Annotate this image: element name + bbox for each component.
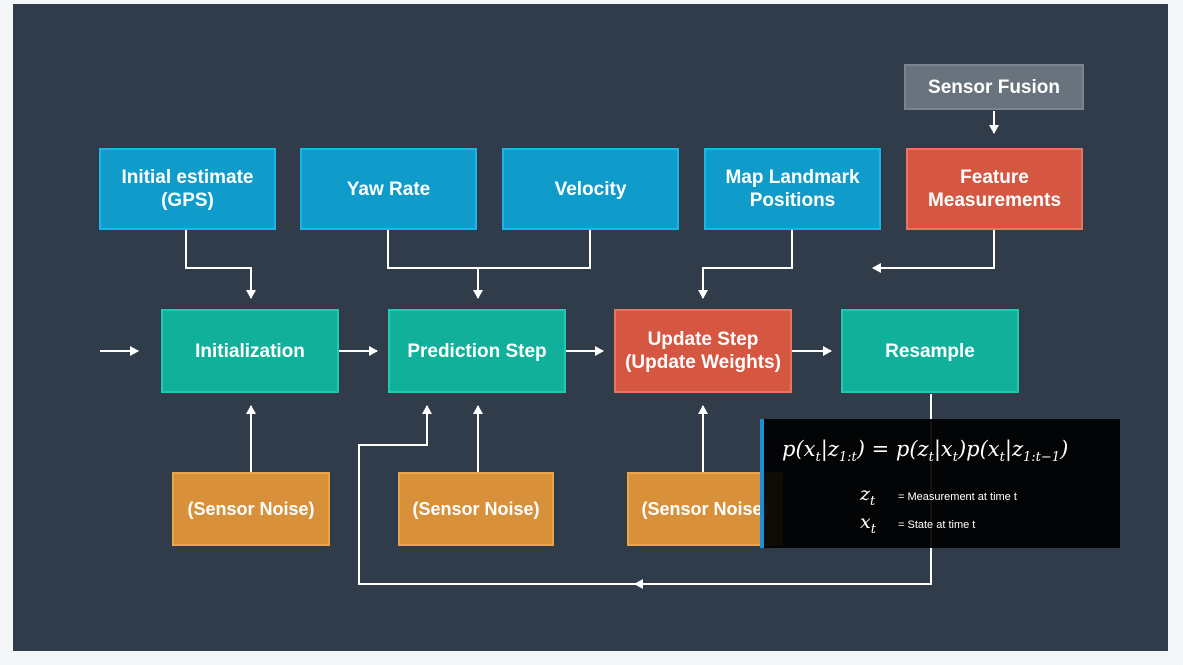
sensor-noise-label-2: (Sensor Noise) [412,498,540,519]
resample-label: Resample [885,340,975,362]
diagram-canvas: Sensor Fusion Initial estimate (GPS) Yaw… [13,4,1168,651]
z-symbol: zt [860,483,876,509]
initial-estimate-label: Initial estimate (GPS) [121,167,254,211]
arrow-feature-to-update [872,230,995,273]
update-step-box: Update Step (Update Weights) [614,309,792,393]
arrow-yaw-to-prediction [387,230,591,269]
sensor-fusion-box: Sensor Fusion [904,64,1084,110]
velocity-box: Velocity [502,148,679,230]
connector-arrows [100,111,999,589]
map-landmark-label: Map Landmark Positions [725,167,860,211]
resample-box: Resample [841,309,1019,393]
prediction-step-label: Prediction Step [407,340,547,362]
x-description: = State at time t [898,519,976,531]
arrow-resample-loop [358,394,932,585]
z-description: = Measurement at time t [898,491,1017,503]
sensor-noise-box-1: (Sensor Noise) [172,472,330,546]
map-landmark-box: Map Landmark Positions [704,148,881,230]
sensor-noise-box-3: (Sensor Noise) [627,472,783,546]
sensor-noise-label-1: (Sensor Noise) [187,498,315,519]
initialization-box: Initialization [161,309,339,393]
update-step-label: Update Step (Update Weights) [625,329,781,373]
prediction-step-box: Prediction Step [388,309,566,393]
feature-measurements-box: Feature Measurements [906,148,1083,230]
sensor-noise-box-2: (Sensor Noise) [398,472,554,546]
x-definition-row: xt = State at time t [860,511,975,537]
bayes-formula-panel: p(xt|z1:t) = p(zt|xt)p(xt|z1:t−1) zt = M… [760,419,1120,548]
velocity-label: Velocity [554,178,627,200]
initialization-label: Initialization [195,340,305,362]
arrow-gps-to-init [185,230,256,299]
sensor-noise-label-3: (Sensor Noise) [641,498,769,519]
yaw-rate-box: Yaw Rate [300,148,477,230]
yaw-rate-label: Yaw Rate [346,178,431,200]
initial-estimate-box: Initial estimate (GPS) [99,148,276,230]
bayes-equation: p(xt|z1:t) = p(zt|xt)p(xt|z1:t−1) [782,437,1069,466]
feature-measurements-label: Feature Measurements [927,167,1062,211]
arrow-landmark-to-update [698,230,793,299]
x-symbol: xt [860,511,876,537]
sensor-fusion-label: Sensor Fusion [928,76,1060,98]
z-definition-row: zt = Measurement at time t [860,483,1017,509]
